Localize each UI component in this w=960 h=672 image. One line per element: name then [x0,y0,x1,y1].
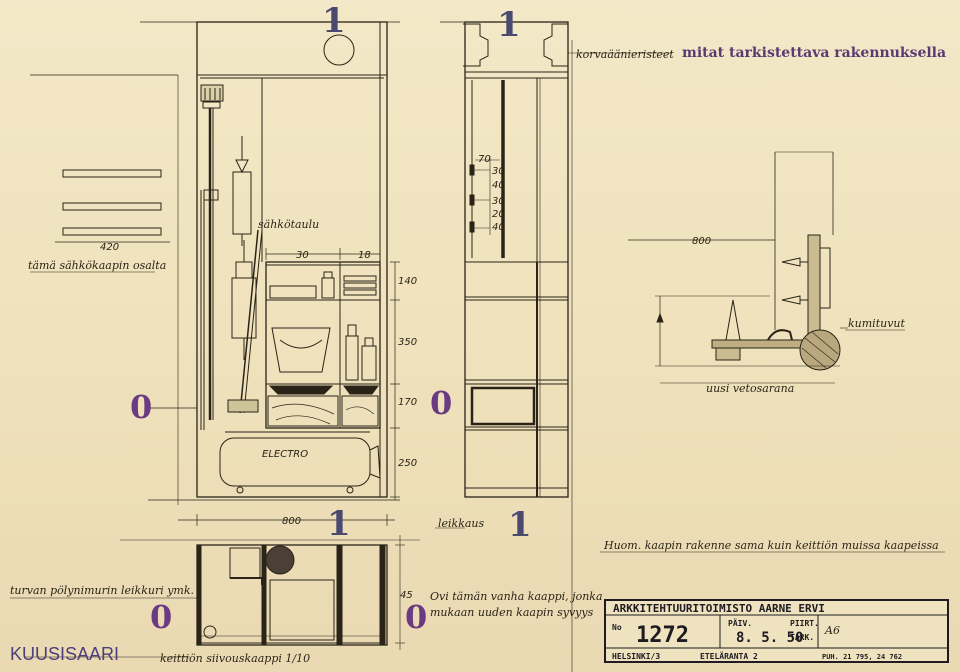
tb-phone: PUH. 21 795, 24 762 [822,653,902,661]
label-uusi-vetosarana: uusi vetosarana [706,382,794,395]
label-huom: Huom. kaapin rakenne sama kuin keittiön … [603,539,939,552]
section-mark-0-plan: 0 [405,598,427,636]
tb-office: ARKKITEHTUURITOIMISTO AARNE ERVI [613,602,825,615]
vacuum-cleaner-icon [219,431,381,494]
section-mark-0-left: 0 [130,388,152,426]
dim-20: 20 [492,209,505,220]
tb-drawn-label: PIIRT. [790,619,819,628]
section-view [440,21,573,672]
tb-city: HELSINKI/3 [612,652,660,661]
broom-icon [200,84,224,420]
section-mark-1-leikkaus: 1 [508,505,532,545]
tb-number: 1272 [636,623,689,648]
plan-view [120,535,420,650]
dim-250: 250 [398,458,417,469]
tb-checked-label: TARK. [790,633,814,642]
bucket-icon [271,327,331,373]
dim-420: 420 [100,242,119,253]
label-ovi-note-2: mukaan uuden kaapin syvyys [430,606,594,619]
dim-30a: 30 [492,166,505,177]
dim-30b: 30 [492,196,505,207]
label-ovi-note-1: Ovi tämän vanha kaappi, jonka [430,590,603,603]
mop-icon [200,190,263,430]
section-mark-1-mid: 1 [497,5,521,45]
tb-date: 8. 5. 50 [736,630,803,646]
label-electro: ELECTRO [262,449,308,460]
tb-no-label: No [612,623,622,632]
dim-170: 170 [398,397,417,408]
label-korvaaniset: korvaäänieristeet [576,48,674,61]
tb-drawn-by: A6 [824,624,840,637]
label-tama-sahkokaapin-osalta: tämä sähkökaapin osalta [28,259,166,272]
dim-40b: 40 [492,222,505,233]
bucket-plan-icon [265,545,295,575]
section-mark-1-bottom: 1 [327,504,351,544]
front-dimensions [30,74,400,526]
tb-street: ETELÄRANTA 2 [700,651,758,661]
light-fixture-circle [323,34,355,66]
dim-140: 140 [398,276,417,287]
project-title: KUUSISAARI [10,644,120,664]
dim-30: 30 [296,250,309,261]
dim-18: 18 [358,250,371,261]
section-mark-0-bottom: 0 [150,598,172,636]
label-turvan: turvan pölynimurin leikkuri ymk. [10,584,194,597]
shelf-unit [265,261,381,429]
front-elevation [140,21,400,498]
hanging-brush-icon [231,136,257,360]
dim-800-bottom: 800 [282,516,301,527]
bottle-icon [345,335,359,381]
dim-800-right: 800 [692,236,711,247]
title-block [604,599,949,663]
dim-70: 70 [478,154,491,165]
stamp-note: mitat tarkistettava rakennuksella [682,45,946,61]
hinge-detail [628,151,848,371]
tb-date-label: PÄIV. [728,618,752,628]
label-subtitle: keittiön siivouskaappi 1/10 [160,652,310,665]
dim-40: 40 [492,180,505,191]
label-kumituvut: kumituvut [848,317,906,330]
section-mark-0-mid: 0 [430,384,452,422]
label-leikkaus: leikkaus [438,517,485,530]
dim-45: 45 [400,590,413,601]
section-mark-1-top: 1 [322,1,346,41]
electric-cabinet-bars [55,169,170,243]
label-sahkotaulu: sähkötaulu [258,218,319,231]
leader-lines [10,52,945,658]
dim-350: 350 [398,337,417,348]
